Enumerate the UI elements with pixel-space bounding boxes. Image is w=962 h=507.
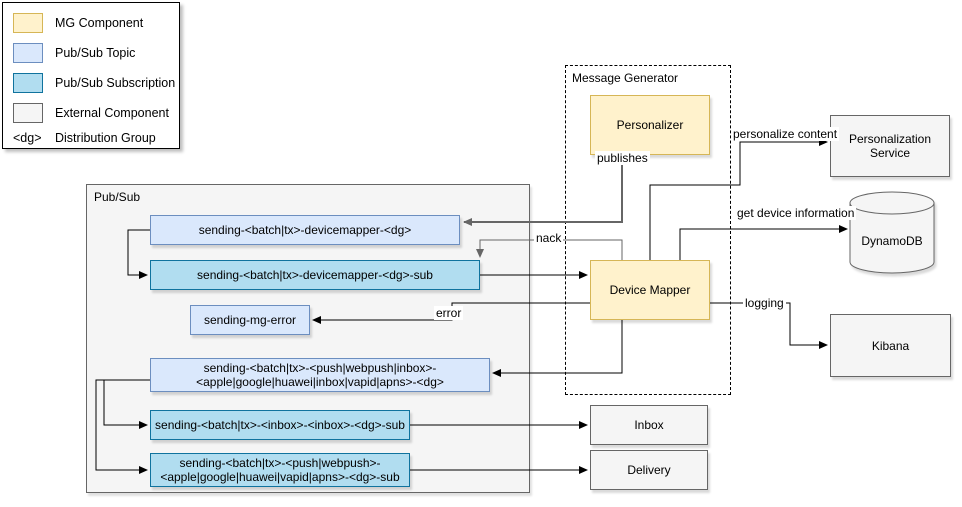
legend-label: Pub/Sub Subscription xyxy=(55,76,176,90)
node-dynamodb-label: DynamoDB xyxy=(861,234,923,248)
node-personalizer: Personalizer xyxy=(590,95,710,155)
pubsub-subscription-swatch xyxy=(13,73,43,93)
node-label: Personalizer xyxy=(616,118,684,132)
legend-row-mg-component: MG Component xyxy=(3,13,179,33)
node-personalization-service: Personalization Service xyxy=(830,115,950,177)
mg-component-swatch xyxy=(13,13,43,33)
edge-topic-to-sub-inbox xyxy=(103,379,150,429)
node-device-mapper: Device Mapper xyxy=(590,260,710,320)
legend-label: External Component xyxy=(55,106,169,120)
edge-label-nack: nack xyxy=(534,231,564,245)
node-inbox: Inbox xyxy=(590,405,708,445)
node-label-line2: <apple|google|huawei|inbox|vapid|apns>-<… xyxy=(196,375,444,389)
message-generator-label: Message Generator xyxy=(572,71,679,85)
legend-label: MG Component xyxy=(55,16,144,30)
dg-key: <dg> xyxy=(13,131,42,145)
node-label: sending-<batch|tx>-devicemapper-<dg> xyxy=(198,223,412,237)
legend-row-external-component: External Component xyxy=(3,103,179,123)
external-component-swatch xyxy=(13,103,43,123)
node-sub-devicemapper: sending-<batch|tx>-devicemapper-<dg>-sub xyxy=(150,260,480,290)
legend-row-pubsub-subscription: Pub/Sub Subscription xyxy=(3,73,179,93)
edge-label-logging: logging xyxy=(743,296,786,310)
node-sub-inbox: sending-<batch|tx>-<inbox>-<inbox>-<dg>-… xyxy=(150,410,410,440)
node-label: sending-mg-error xyxy=(203,313,297,327)
node-label: Personalization Service xyxy=(848,132,932,160)
node-topic-devicemapper: sending-<batch|tx>-devicemapper-<dg> xyxy=(150,215,460,245)
legend-label: Pub/Sub Topic xyxy=(55,46,136,60)
node-label: sending-<batch|tx>-devicemapper-<dg>-sub xyxy=(197,268,433,282)
edge-label-error: error xyxy=(434,306,464,320)
edge-topic-to-sub-devicemapper xyxy=(127,229,150,279)
legend-row-distribution-group: <dg> Distribution Group xyxy=(3,128,179,148)
edge-publishes xyxy=(463,155,623,226)
legend-label: Distribution Group xyxy=(55,131,156,145)
node-label: sending-<batch|tx>-<inbox>-<inbox>-<dg>-… xyxy=(155,418,405,432)
node-label-line1: sending-<batch|tx>-<push|webpush>- xyxy=(179,456,381,470)
node-delivery: Delivery xyxy=(590,450,708,490)
node-label: Device Mapper xyxy=(609,283,691,297)
legend-row-pubsub-topic: Pub/Sub Topic xyxy=(3,43,179,63)
edge-devicemapper-to-push-topic xyxy=(492,320,623,377)
node-topic-push: sending-<batch|tx>-<push|webpush|inbox>-… xyxy=(150,358,490,392)
node-label-line2: <apple|google|huawei|vapid|apns>-<dg>-su… xyxy=(160,470,400,484)
edge-topic-to-sub-push xyxy=(95,379,150,474)
node-kibana: Kibana xyxy=(830,314,951,377)
node-label-line1: sending-<batch|tx>-<push|webpush|inbox>- xyxy=(203,361,437,375)
edge-get-device-information xyxy=(679,225,848,260)
node-sub-push: sending-<batch|tx>-<push|webpush>- <appl… xyxy=(150,453,410,487)
edge-label-publishes: publishes xyxy=(595,151,650,165)
node-label: Delivery xyxy=(627,463,671,477)
edge-label-get-device-information: get device information xyxy=(735,206,857,220)
edge-personalize-content xyxy=(649,138,828,260)
node-label: Inbox xyxy=(634,418,664,432)
dynamodb-cylinder-icon xyxy=(849,191,935,274)
node-topic-mg-error: sending-mg-error xyxy=(190,305,310,335)
node-label: Kibana xyxy=(871,338,910,353)
edge-label-personalize-content: personalize content xyxy=(731,127,840,141)
legend: MG Component Pub/Sub Topic Pub/Sub Subsc… xyxy=(2,2,180,149)
pubsub-container-label: Pub/Sub xyxy=(94,190,141,204)
pubsub-topic-swatch xyxy=(13,43,43,63)
message-generator-container xyxy=(565,65,731,395)
